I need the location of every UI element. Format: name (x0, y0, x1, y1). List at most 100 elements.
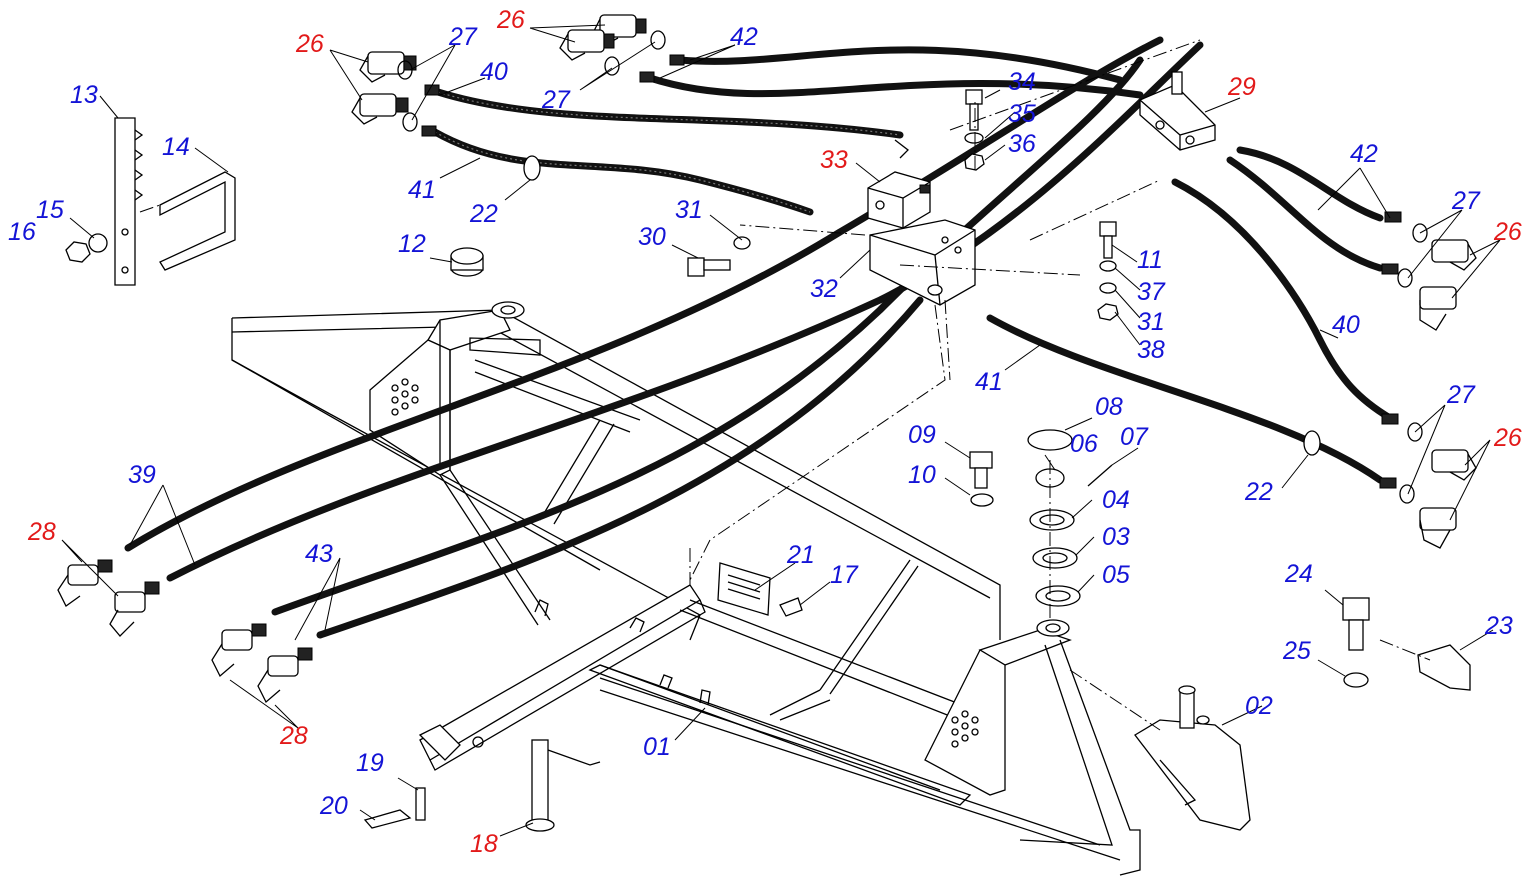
coupler-26-top-left-2 (351, 93, 409, 125)
hose-39-b (166, 41, 1204, 582)
plug-12 (450, 247, 484, 277)
label-p18: 18 (470, 830, 498, 858)
valve-29 (1139, 71, 1216, 151)
label-p37: 37 (1137, 278, 1166, 306)
couplers (57, 14, 1477, 704)
label-p10: 10 (908, 461, 936, 489)
label-p19: 19 (356, 749, 384, 777)
label-p15: 15 (36, 196, 64, 224)
cap-08 (1027, 429, 1073, 451)
label-p09: 09 (908, 421, 936, 449)
label-p05: 05 (1102, 561, 1130, 589)
bracket-13 (114, 117, 144, 286)
right-gusset-holes (951, 710, 979, 748)
label-p27b: 27 (541, 86, 571, 114)
label-p20: 20 (319, 792, 348, 820)
cotter-07 (1087, 464, 1113, 487)
label-p03: 03 (1102, 523, 1130, 551)
washer-35 (964, 132, 984, 144)
assembly-lines (139, 39, 1431, 731)
coupler-28-left-2 (109, 581, 160, 637)
label-p02: 02 (1245, 692, 1273, 720)
label-p26b: 26 (496, 6, 525, 34)
label-p40a: 40 (480, 58, 508, 86)
coupler-28-left-1 (57, 559, 113, 607)
nut-16 (65, 241, 91, 263)
hose-40-top (434, 88, 904, 139)
coupler-26-top-left-1 (359, 51, 417, 83)
label-p25: 25 (1282, 637, 1311, 665)
bearing-04 (1029, 509, 1075, 531)
part-17 (779, 597, 803, 617)
label-p17: 17 (830, 561, 859, 589)
spindle-02 (1134, 685, 1251, 831)
label-p28b: 28 (279, 722, 308, 750)
bearing-03 (1032, 547, 1078, 569)
jack-18 (525, 739, 601, 832)
bolt-30 (687, 257, 731, 277)
label-p16: 16 (8, 218, 36, 246)
main-frame (231, 301, 1141, 876)
label-p13: 13 (70, 81, 98, 109)
hose-42-a (676, 46, 1124, 84)
label-p26a: 26 (295, 30, 324, 58)
label-p21: 21 (786, 541, 815, 569)
label-p34: 34 (1008, 68, 1036, 96)
hose-42-c (1236, 146, 1384, 222)
bolt-34 (965, 89, 983, 131)
left-gusset-holes (391, 378, 419, 416)
label-p14: 14 (162, 133, 190, 161)
coupler-26-right-4 (1419, 507, 1457, 549)
coupler-26-top-2 (559, 29, 615, 61)
clip-20 (363, 809, 412, 829)
label-p31b: 31 (1137, 308, 1165, 336)
label-p26d: 26 (1493, 424, 1522, 452)
label-p04: 04 (1102, 486, 1130, 514)
label-p24: 24 (1284, 560, 1313, 588)
valve-33 (867, 139, 931, 229)
hose-41-right (986, 314, 1384, 484)
seal-05 (1035, 585, 1081, 607)
label-p01: 01 (643, 733, 671, 761)
hose-43-a (271, 56, 1144, 616)
coupler-26-right-3 (1431, 449, 1477, 481)
hose-39-a (124, 36, 1164, 552)
label-p41b: 41 (975, 368, 1003, 396)
coupler-26-right-1 (1431, 239, 1477, 271)
label-p39: 39 (128, 461, 156, 489)
label-p27c: 27 (1451, 187, 1481, 215)
washer-15 (88, 233, 108, 253)
label-p30: 30 (638, 223, 666, 251)
hose-43-b (316, 296, 924, 639)
label-p36: 36 (1008, 130, 1036, 158)
label-p33: 33 (820, 146, 848, 174)
label-p28a: 28 (27, 518, 56, 546)
plate-21 (717, 562, 771, 616)
hose-42-b (646, 74, 1144, 99)
label-p06: 06 (1070, 430, 1098, 458)
label-p29: 29 (1227, 73, 1256, 101)
washer-25 (1343, 672, 1369, 688)
label-p23: 23 (1484, 612, 1513, 640)
label-p35: 35 (1008, 100, 1036, 128)
label-p26c: 26 (1493, 218, 1522, 246)
clamp-23 (1417, 644, 1471, 691)
part-labels: 26 27 40 26 42 27 13 14 15 16 41 22 34 3… (8, 6, 1522, 858)
leader-lines (61, 24, 1501, 837)
coupler-26-right-2 (1419, 286, 1457, 331)
pin-19 (415, 787, 426, 821)
coupler-28-bottom-2 (257, 647, 313, 704)
label-p11: 11 (1137, 246, 1163, 274)
coupler-28-bottom-1 (211, 623, 267, 678)
label-p41a: 41 (408, 176, 436, 204)
label-p31a: 31 (675, 196, 703, 224)
label-p32: 32 (810, 275, 838, 303)
label-p07: 07 (1120, 423, 1149, 451)
u-bolt-14 (159, 171, 236, 271)
label-p08: 08 (1095, 393, 1123, 421)
label-p38: 38 (1137, 336, 1165, 364)
hoses (124, 36, 1394, 639)
hose-42-d (1226, 156, 1384, 272)
bolt-24 (1342, 597, 1370, 651)
